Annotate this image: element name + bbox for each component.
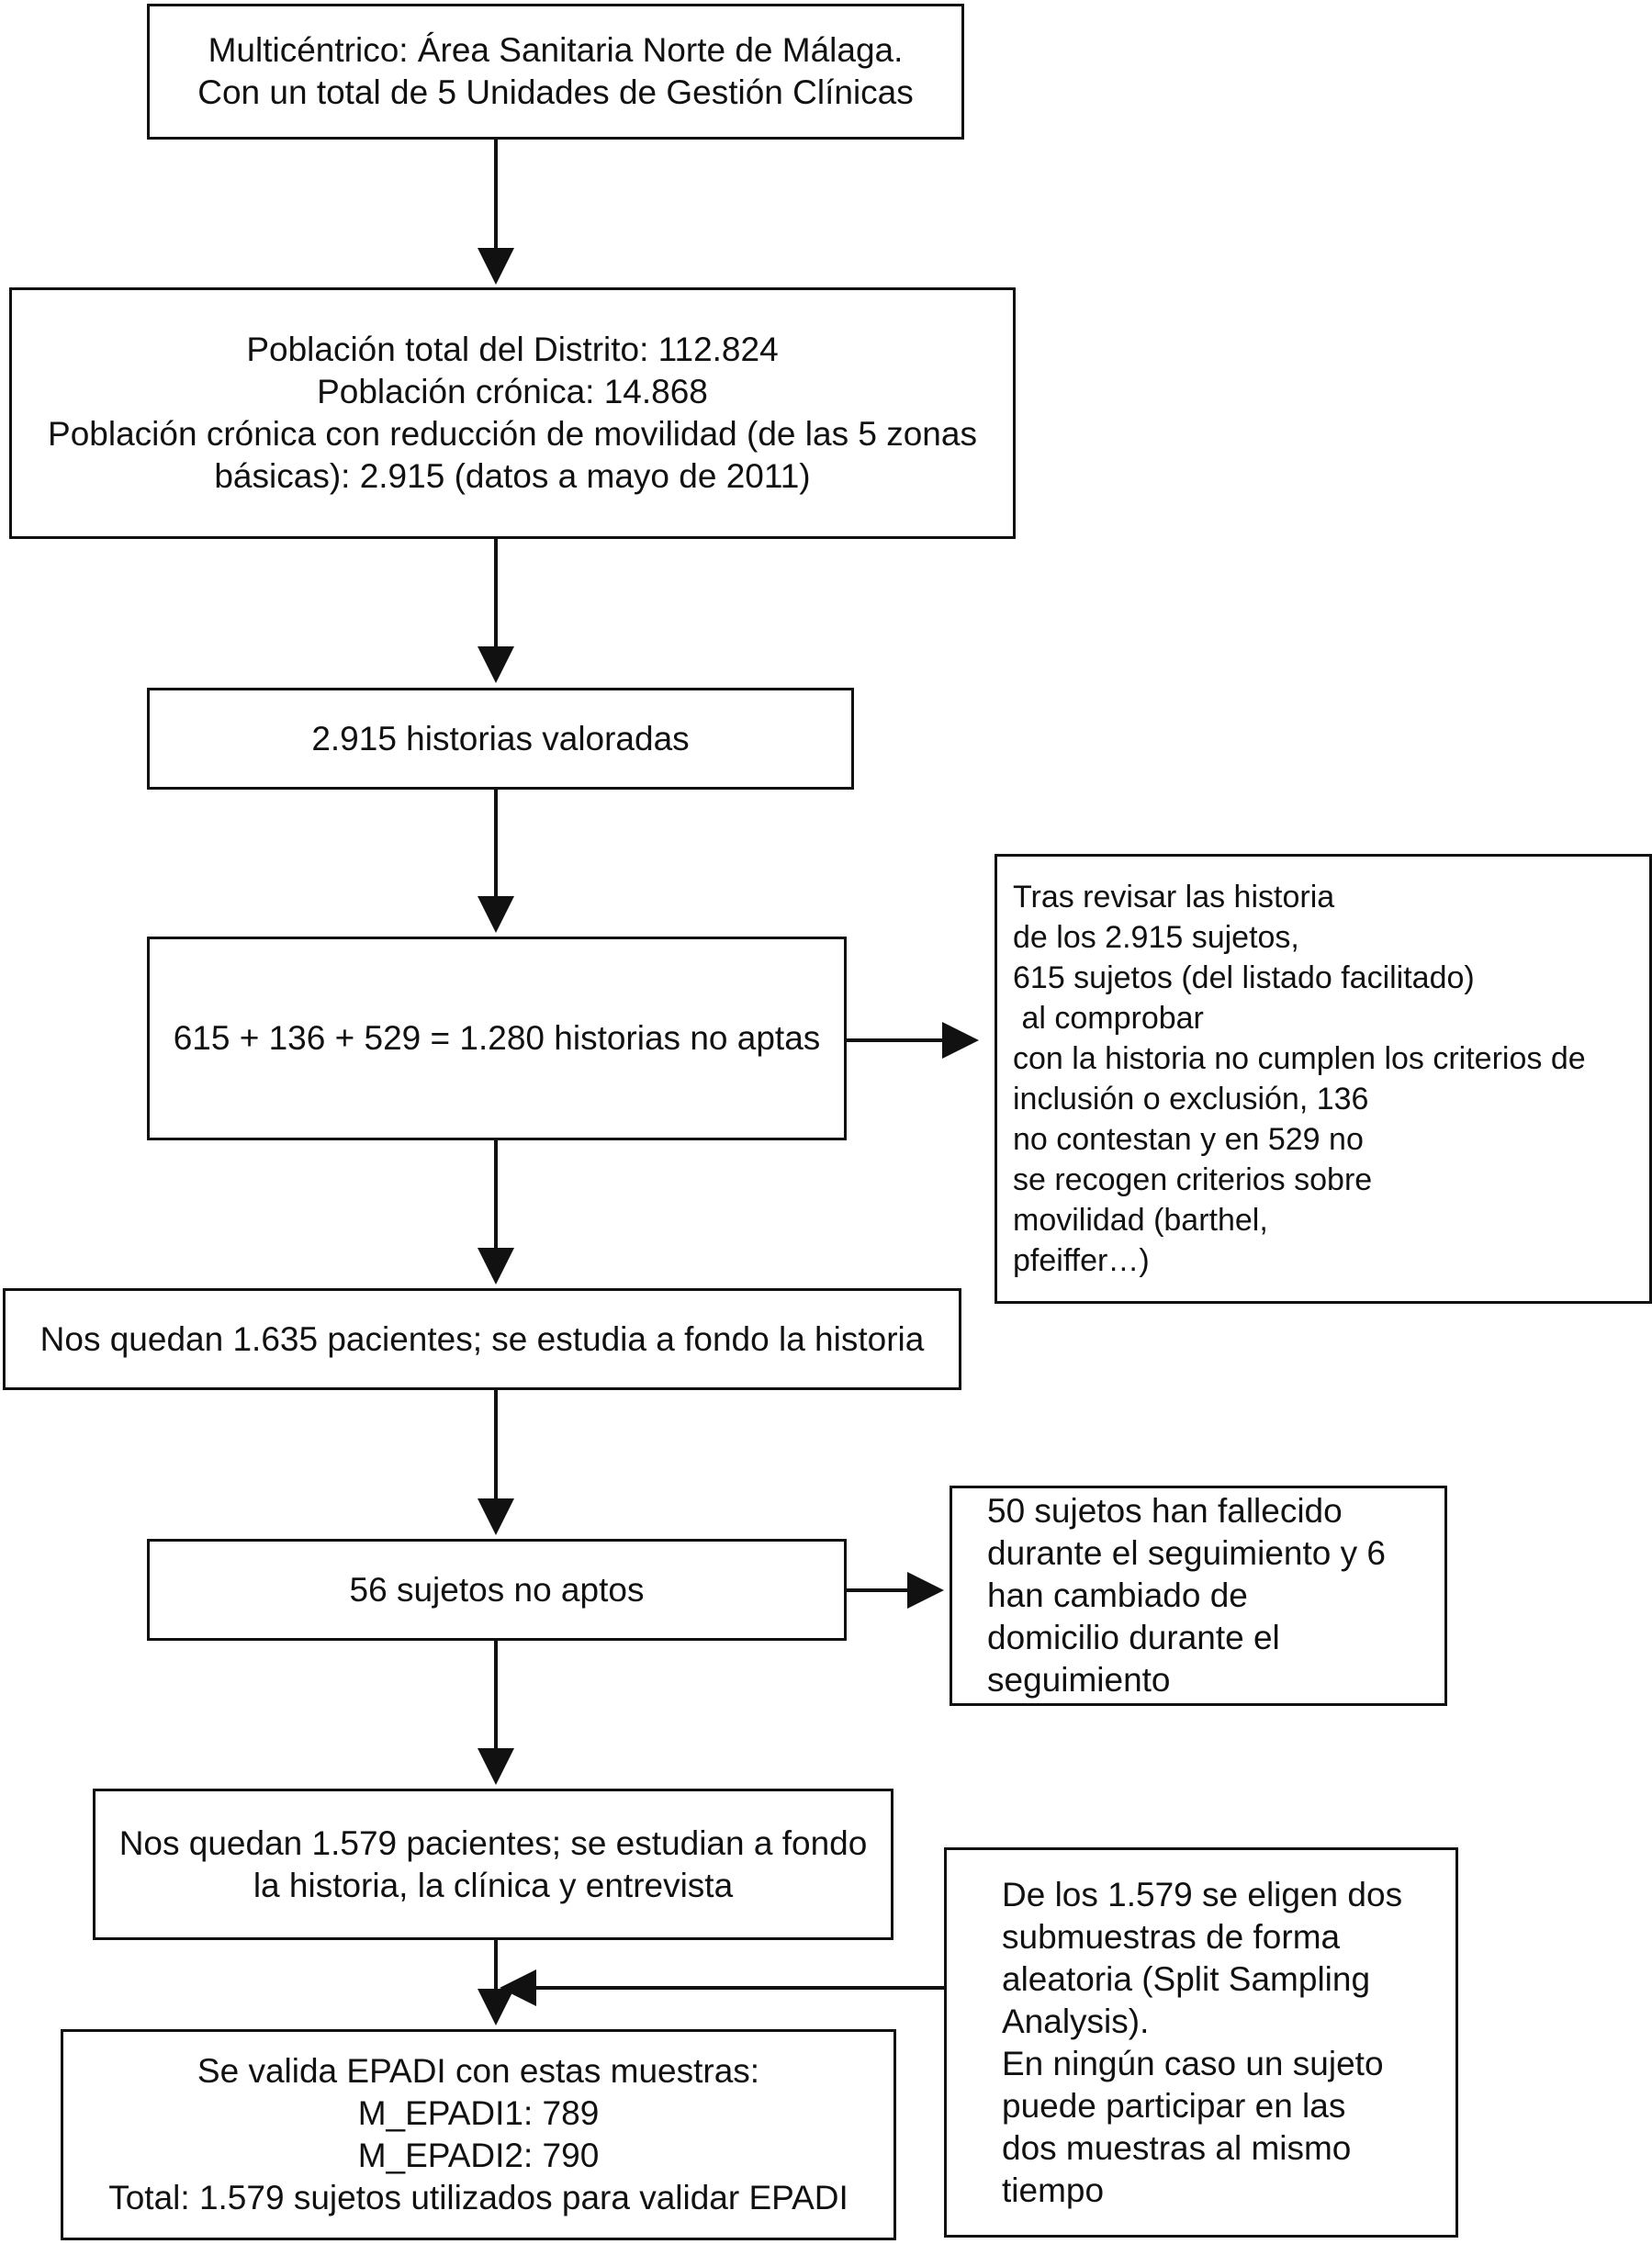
box-split-sampling: De los 1.579 se eligen dos submuestras d… — [944, 1847, 1458, 2238]
text-line: submuestras de forma — [1002, 1917, 1341, 1956]
text-line: de los 2.915 sujetos, — [1013, 920, 1299, 955]
text-line: al comprobar — [1013, 1001, 1204, 1036]
box-population: Población total del Distrito: 112.824 Po… — [9, 287, 1016, 539]
text-line: M_EPADI2: 790 — [357, 2137, 600, 2174]
box-setting: Multicéntrico: Área Sanitaria Norte de M… — [147, 4, 964, 140]
box-histories-assessed: 2.915 historias valoradas — [147, 688, 854, 790]
box-deaths-relocations: 50 sujetos han fallecido durante el segu… — [950, 1486, 1447, 1706]
text-line: dos muestras al mismo — [1002, 2128, 1352, 2167]
text-line: domicilio durante el — [987, 1619, 1280, 1656]
text-line: 615 + 136 + 529 = 1.280 historias no apt… — [173, 1019, 821, 1057]
text-line: puede participar en las — [1002, 2086, 1346, 2125]
text-line: Con un total de 5 Unidades de Gestión Cl… — [197, 73, 914, 111]
text-line: Total: 1.579 sujetos utilizados para val… — [108, 2179, 848, 2216]
text-line: Población crónica con reducción de movil… — [48, 415, 977, 453]
text-line: durante el seguimiento y 6 — [987, 1534, 1386, 1572]
text-line: con la historia no cumplen los criterios… — [1013, 1041, 1586, 1076]
text-line: M_EPADI1: 789 — [357, 2094, 600, 2132]
text-line: Nos quedan 1.579 pacientes; se estudian … — [118, 1823, 868, 1862]
text-line: han cambiado de — [987, 1576, 1248, 1614]
box-remaining-1635: Nos quedan 1.635 pacientes; se estudia a… — [3, 1288, 961, 1390]
text-line: inclusión o exclusión, 136 — [1013, 1082, 1369, 1116]
text-line: Población total del Distrito: 112.824 — [246, 331, 779, 368]
text-line: no contestan y en 529 no — [1013, 1122, 1364, 1157]
text-line: seguimiento — [987, 1661, 1171, 1699]
box-remaining-1579: Nos quedan 1.579 pacientes; se estudian … — [93, 1789, 893, 1940]
text-line: aleatoria (Split Sampling — [1002, 1959, 1371, 1998]
text-line: la historia, la clínica y entrevista — [253, 1866, 734, 1904]
box-histories-excluded: 615 + 136 + 529 = 1.280 historias no apt… — [147, 937, 847, 1140]
text-line: 50 sujetos han fallecido — [987, 1492, 1343, 1530]
text-line: 615 sujetos (del listado facilitado) — [1013, 960, 1475, 995]
text-line: básicas): 2.915 (datos a mayo de 2011) — [214, 457, 811, 495]
text-line: De los 1.579 se eligen dos — [1002, 1875, 1403, 1913]
text-line: 2.915 historias valoradas — [311, 719, 690, 757]
text-line: Tras revisar las historia — [1013, 880, 1335, 914]
box-exclusion-reasons: Tras revisar las historia de los 2.915 s… — [995, 854, 1652, 1304]
box-subjects-excluded: 56 sujetos no aptos — [147, 1539, 847, 1641]
text-line: tiempo — [1002, 2171, 1105, 2209]
box-validation-samples: Se valida EPADI con estas muestras: M_EP… — [61, 2029, 896, 2240]
text-line: Población crónica: 14.868 — [317, 373, 708, 410]
text-line: pfeiffer…) — [1013, 1243, 1150, 1278]
text-line: se recogen criterios sobre — [1013, 1162, 1373, 1197]
text-line: movilidad (barthel, — [1013, 1203, 1268, 1238]
text-line: Multicéntrico: Área Sanitaria Norte de M… — [208, 31, 904, 69]
text-line: 56 sujetos no aptos — [349, 1570, 645, 1609]
text-line: Analysis). — [1002, 2002, 1150, 2040]
text-line: Se valida EPADI con estas muestras: — [197, 2052, 760, 2090]
text-line: En ningún caso un sujeto — [1002, 2044, 1384, 2082]
text-line: Nos quedan 1.635 pacientes; se estudia a… — [39, 1319, 925, 1358]
